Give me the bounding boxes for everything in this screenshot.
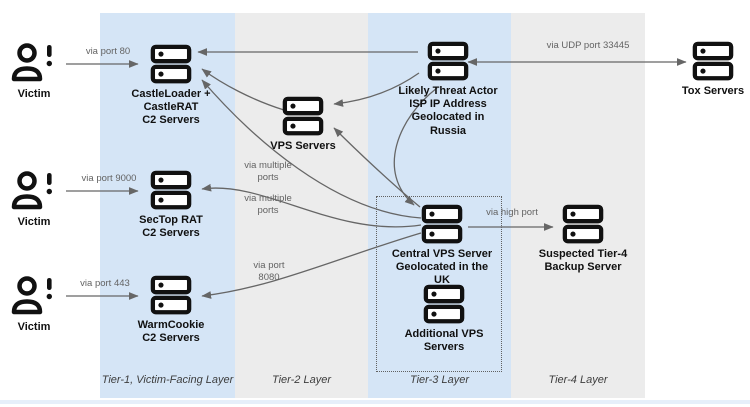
edge-label-multiple-ports-1: via multiple ports: [244, 160, 292, 183]
server-icon: [692, 41, 734, 83]
server-icon: [423, 284, 465, 326]
victim-node-2: Victim: [6, 170, 62, 229]
castleloader-c2-node: CastleLoader + CastleRAT C2 Servers: [116, 44, 226, 128]
victim-label: Victim: [17, 321, 51, 333]
server-icon: [150, 170, 192, 212]
threat-actor-label: Likely Threat Actor ISP IP Address Geolo…: [398, 85, 498, 137]
canvas-edge-strip: [0, 400, 750, 404]
edge-label-multiple-ports-2: via multiple ports: [244, 193, 292, 216]
backup-server-label: Suspected Tier-4 Backup Server: [538, 248, 628, 274]
server-icon: [282, 96, 324, 138]
edge-label-port-443: via port 443: [80, 278, 130, 289]
lane-tier4: Tier-4 Layer: [511, 13, 645, 398]
vps-servers-node: VPS Servers: [248, 96, 358, 153]
victim-person-icon: [11, 275, 57, 319]
server-icon: [427, 41, 469, 83]
server-icon: [150, 275, 192, 317]
tier3-group-outline: [376, 196, 502, 372]
edge-label-high-port: via high port: [486, 207, 538, 218]
victim-person-icon: [11, 42, 57, 86]
victim-label: Victim: [17, 216, 51, 228]
sectop-c2-label: SecTop RAT C2 Servers: [139, 214, 203, 240]
server-icon: [562, 204, 604, 246]
lane-tier2-label: Tier-2 Layer: [271, 374, 331, 386]
tox-servers-label: Tox Servers: [681, 85, 745, 97]
sectop-c2-node: SecTop RAT C2 Servers: [116, 170, 226, 240]
server-icon: [150, 44, 192, 86]
victim-label: Victim: [17, 88, 51, 100]
lane-tier3-label: Tier-3 Layer: [409, 374, 469, 386]
edge-label-udp-33445: via UDP port 33445: [546, 40, 630, 51]
vps-servers-label: VPS Servers: [270, 140, 336, 152]
victim-person-icon: [11, 170, 57, 214]
warmcookie-c2-node: WarmCookie C2 Servers: [116, 275, 226, 345]
central-vps-node: Central VPS Server Geolocated in the UK: [378, 204, 506, 288]
additional-vps-label: Additional VPS Servers: [404, 328, 484, 354]
castleloader-c2-label: CastleLoader + CastleRAT C2 Servers: [131, 88, 211, 127]
tox-servers-node: Tox Servers: [670, 41, 750, 98]
warmcookie-c2-label: WarmCookie C2 Servers: [137, 319, 205, 345]
additional-vps-node: Additional VPS Servers: [388, 284, 500, 354]
edge-label-port-9000: via port 9000: [81, 173, 137, 184]
server-icon: [421, 204, 463, 246]
lane-tier1-label: Tier-1, Victim-Facing Layer: [101, 374, 234, 386]
victim-node-3: Victim: [6, 275, 62, 334]
edge-label-port-8080: via port 8080: [253, 260, 285, 283]
edge-label-port-80: via port 80: [85, 46, 131, 57]
central-vps-label: Central VPS Server Geolocated in the UK: [391, 248, 493, 287]
threat-actor-node: Likely Threat Actor ISP IP Address Geolo…: [385, 41, 511, 138]
victim-node-1: Victim: [6, 42, 62, 101]
lane-tier4-label: Tier-4 Layer: [548, 374, 608, 386]
backup-server-node: Suspected Tier-4 Backup Server: [520, 204, 646, 274]
